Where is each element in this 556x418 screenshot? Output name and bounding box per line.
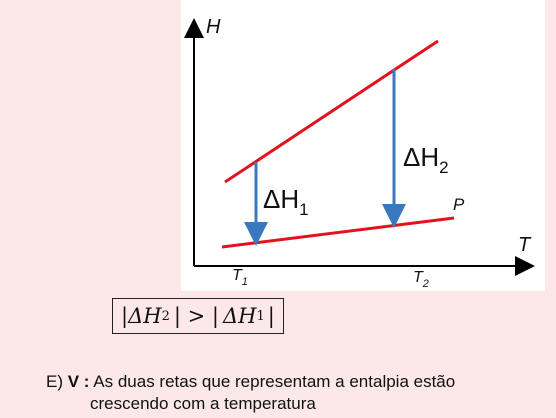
relation-dh2-sub: 2 <box>161 308 170 324</box>
relation-right-bar: | <box>267 304 275 328</box>
p-label: P <box>453 195 465 214</box>
relation-dh2: ΔH <box>128 304 162 328</box>
t2-label: T2 <box>413 269 429 290</box>
answer-letter: E) <box>46 372 63 391</box>
relation-dh1-sub: 1 <box>256 308 265 324</box>
answer-verdict: V : <box>67 372 90 391</box>
answer-text: E) V : As duas retas que representam a e… <box>46 371 516 415</box>
x-axis-label: T <box>518 234 532 256</box>
relation-left-bar: | <box>121 304 129 328</box>
relation-middle: | > | <box>173 304 219 328</box>
upper-enthalpy-line <box>224 39 439 184</box>
answer-line2: crescendo com a temperatura <box>90 394 316 413</box>
delta-h1-label: ΔH1 <box>263 184 309 219</box>
t1-label: T1 <box>232 267 248 288</box>
enthalpy-diagram: H T ΔH1 ΔH2 P T1 T2 <box>181 0 545 291</box>
relation-dh1: ΔH <box>222 304 257 328</box>
diagram-canvas: H T ΔH1 ΔH2 P T1 T2 <box>184 16 535 290</box>
delta-h2-label: ΔH2 <box>403 142 449 177</box>
y-axis-label: H <box>206 16 221 38</box>
answer-line1: As duas retas que representam a entalpia… <box>93 372 456 391</box>
